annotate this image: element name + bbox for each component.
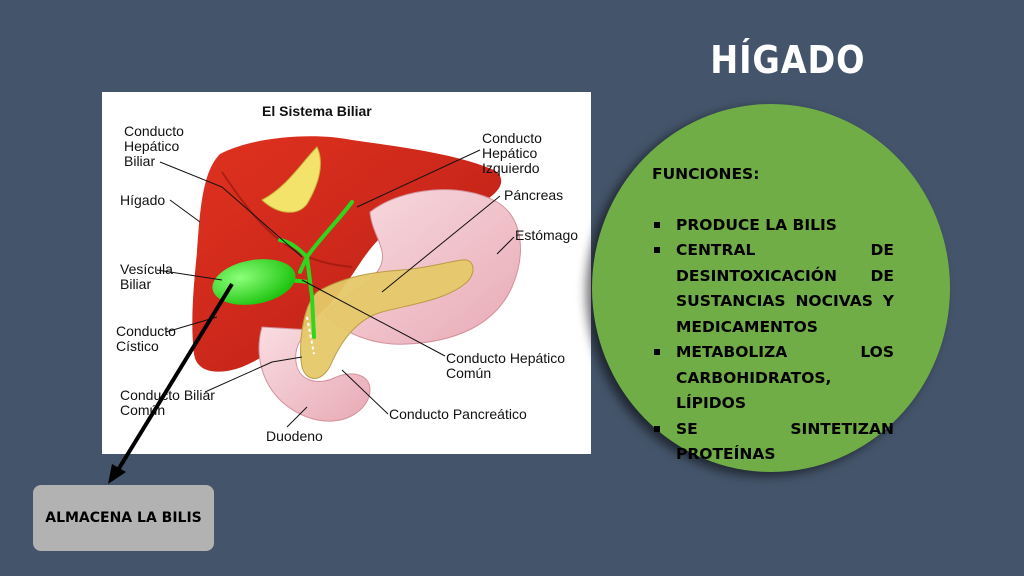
- leader-lines: [156, 149, 515, 428]
- label-vesicula: Vesícula Biliar: [120, 261, 177, 292]
- label-pancreas: Páncreas: [504, 187, 563, 203]
- label-higado: Hígado: [120, 192, 165, 208]
- callout-text: ALMACENA LA BILIS: [45, 510, 202, 526]
- label-pancreatico: Conducto Pancreático: [389, 406, 527, 422]
- gallbladder-callout: ALMACENA LA BILIS: [33, 485, 214, 551]
- label-hepatico-comun: Conducto Hepático Común: [446, 350, 569, 381]
- label-duodeno: Duodeno: [266, 428, 323, 444]
- pancreas-shape: [300, 259, 474, 379]
- biliary-illustration: El Sistema Biliar Conducto Hepático Bili…: [116, 103, 578, 444]
- functions-circle: [592, 104, 950, 472]
- label-estomago: Estómago: [515, 227, 578, 243]
- label-hepatico-biliar: Conducto Hepático Biliar: [124, 123, 188, 169]
- label-hepatico-izq: Conducto Hepático Izquierdo: [482, 130, 546, 176]
- function-item: METABOLIZA LOS CARBOHIDRATOS, LÍPIDOS: [652, 340, 894, 417]
- pancreatic-duct: [306, 316, 315, 355]
- functions-list: FUNCIONES: PRODUCE LA BILIS CENTRAL DE D…: [652, 162, 894, 468]
- functions-title: FUNCIONES:: [652, 165, 760, 183]
- slide-title: HÍGADO: [710, 38, 866, 82]
- duodenum-shape: [258, 326, 371, 422]
- ligament: [261, 146, 321, 213]
- function-item: SE SINTETIZAN PROTEÍNAS: [652, 417, 894, 468]
- hepatic-ducts: [278, 200, 354, 339]
- figure-title: El Sistema Biliar: [262, 103, 372, 119]
- biliary-system-figure: El Sistema Biliar Conducto Hepático Bili…: [102, 92, 591, 454]
- function-item: PRODUCE LA BILIS: [652, 213, 894, 239]
- function-item: CENTRAL DE DESINTOXICACIÓN DE SUSTANCIAS…: [652, 238, 894, 340]
- gallbladder-shape: [212, 259, 296, 305]
- label-cistico: Conducto Cístico: [116, 323, 180, 354]
